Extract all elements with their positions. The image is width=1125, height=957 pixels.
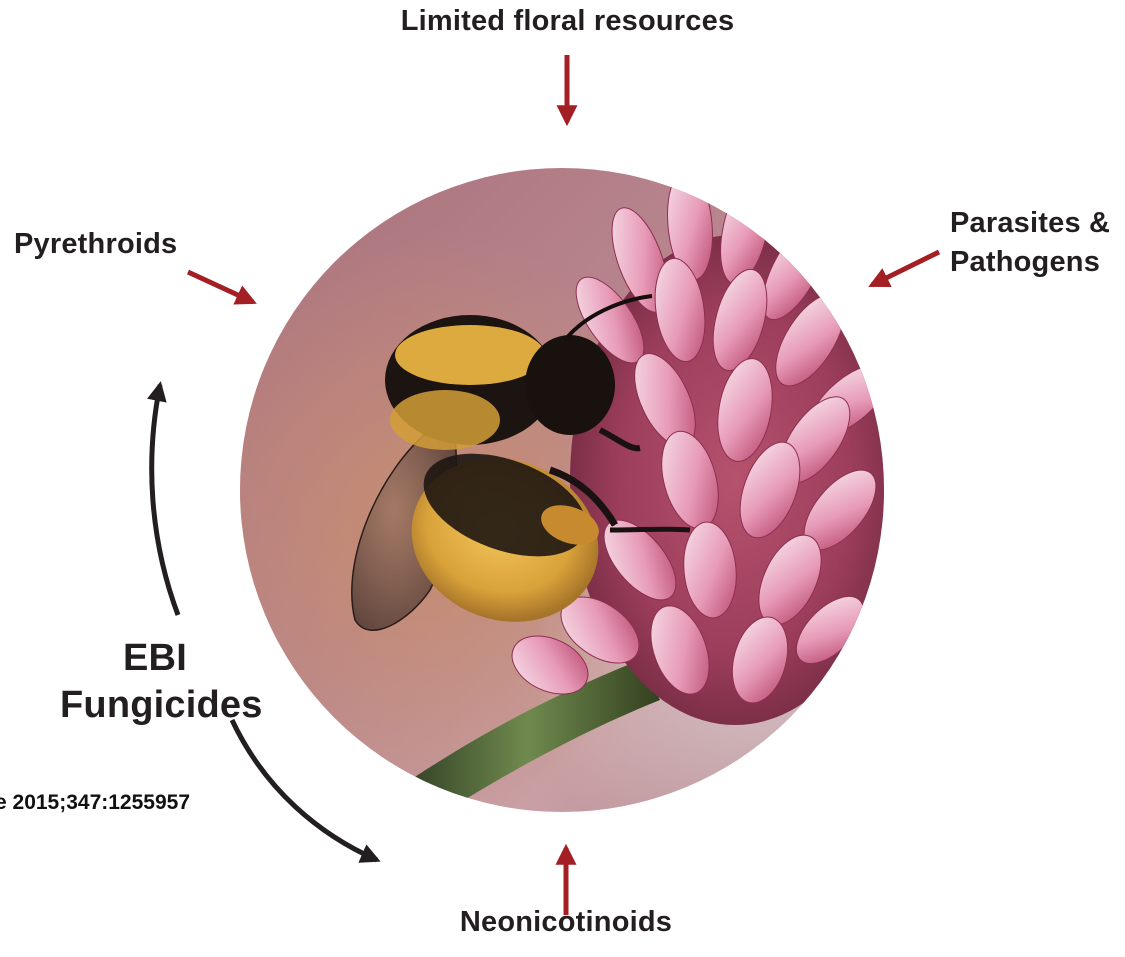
label-limited-floral-resources: Limited floral resources (0, 5, 1125, 38)
label-ebi-line2: Fungicides (60, 682, 250, 729)
label-neonicotinoids: Neonicotinoids (0, 906, 1125, 939)
label-parasites-line1: Parasites & (950, 204, 1110, 243)
label-ebi-line1: EBI (60, 635, 250, 682)
arrow-parasites (872, 252, 939, 285)
label-parasites-pathogens: Parasites & Pathogens (950, 204, 1110, 282)
arrow-pyrethroids (188, 272, 253, 302)
label-pyrethroids: Pyrethroids (14, 228, 177, 261)
arrow-ebi-to-neonicotinoids (232, 720, 377, 860)
label-ebi-fungicides: EBI Fungicides (60, 635, 250, 729)
citation-text: e 2015;347:1255957 (0, 791, 190, 815)
arrow-ebi-to-pyrethroids (152, 385, 178, 615)
label-parasites-line2: Pathogens (950, 243, 1110, 282)
bee-photo (230, 160, 901, 830)
